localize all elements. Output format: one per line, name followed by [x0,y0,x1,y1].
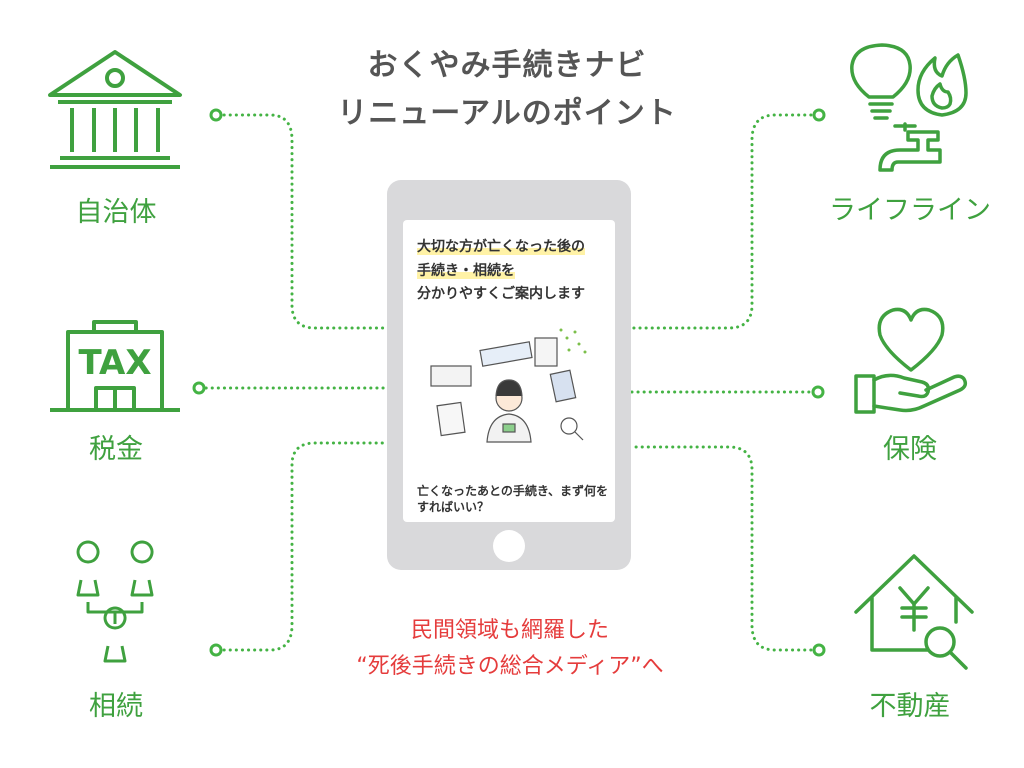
screen-headline-line2: 手続き・相続を [417,263,515,279]
page-title-line2: リニューアルのポイント [337,96,677,131]
screen-question-line1: 亡くなったあとの手続き、まず何を [417,484,609,498]
connector-line-lifeline [629,113,819,330]
label-souzoku: 相続 [89,691,143,722]
connector-line-fudousan [629,445,819,652]
connector-line-jichitai [216,113,389,330]
real-estate-house-icon [854,554,974,670]
page-title-line1: おくやみ手続きナビ [367,48,647,83]
tagline-line1: 民間領域も網羅した [410,618,609,643]
connector-line-souzoku [216,441,389,652]
tax-office-icon [50,320,180,412]
label-hoken: 保険 [883,434,937,465]
connector-end-dot [209,108,223,122]
inheritance-family-icon [76,540,154,663]
connector-end-dot [209,643,223,657]
screen-question-line2: すればいい？ [417,500,490,514]
smartphone-mockup: 大切な方が亡くなった後の 手続き・相続を 分かりやすくご案内します [387,180,631,570]
government-building-icon [48,50,182,169]
tagline-line2: “死後手続きの総合メディア”へ [356,654,664,679]
label-lifeline: ライフライン [829,195,991,226]
phone-home-button [493,530,525,562]
phone-screen: 大切な方が亡くなった後の 手続き・相続を 分かりやすくご案内します [403,220,615,522]
insurance-heart-hand-icon [854,307,968,414]
label-zeikin: 税金 [89,434,143,465]
connector-end-dot [812,108,826,122]
connector-end-dot [812,643,826,657]
label-fudousan: 不動産 [869,691,951,722]
screen-headline-line1: 大切な方が亡くなった後の [417,239,585,255]
label-jichitai: 自治体 [75,197,157,228]
tax-icon-text: TAX [78,343,151,383]
lifeline-utilities-icon [850,43,968,172]
connector-end-dot [192,381,206,395]
screen-illustration [430,328,587,443]
connector-end-dot [811,385,825,399]
screen-headline-line3: 分かりやすくご案内します [417,286,585,302]
